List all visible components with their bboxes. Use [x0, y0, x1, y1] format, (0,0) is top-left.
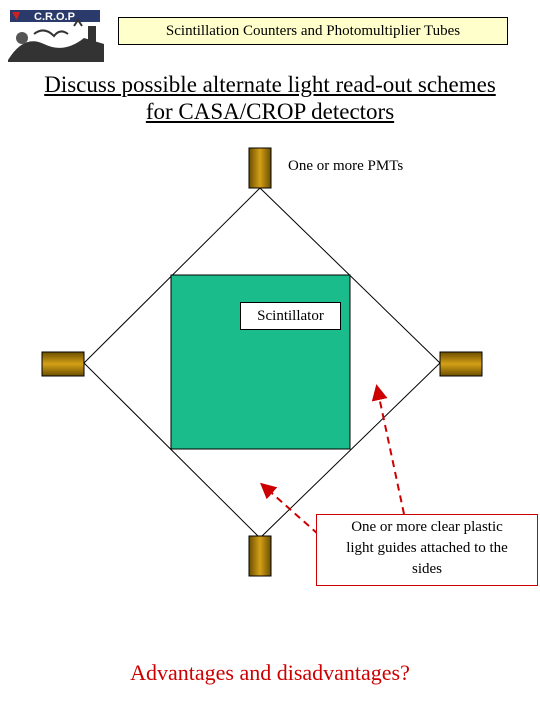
light-guide-line-3: sides	[412, 561, 442, 577]
pmt-bottom	[248, 535, 272, 577]
pmt-top	[248, 147, 272, 189]
arrow-to-left-guide	[260, 482, 319, 535]
title-line-1: Discuss possible alternate light read-ou…	[44, 72, 496, 97]
logo-text: C.R.O.P	[34, 11, 75, 23]
pmt-label: One or more PMTs	[288, 158, 404, 174]
header-title: Scintillation Counters and Photomultipli…	[165, 22, 461, 39]
header-title-box: Scintillation Counters and Photomultipli…	[118, 17, 508, 45]
advantages-question: Advantages and disadvantages?	[130, 660, 410, 685]
light-guide-line-1: One or more clear plastic	[351, 519, 503, 535]
page-title: Discuss possible alternate light read-ou…	[0, 71, 540, 125]
scintillator-label: Scintillator	[240, 302, 341, 330]
arrow-to-right-guide	[371, 384, 405, 515]
crop-logo: C.R.O.P	[4, 4, 108, 62]
pmt-left	[41, 351, 85, 377]
pmt-right	[439, 351, 483, 377]
light-guide-note: One or more clear plastic light guides a…	[316, 514, 538, 586]
light-guide-line-2: light guides attached to the	[346, 540, 508, 556]
title-line-2: for CASA/CROP detectors	[145, 99, 395, 124]
